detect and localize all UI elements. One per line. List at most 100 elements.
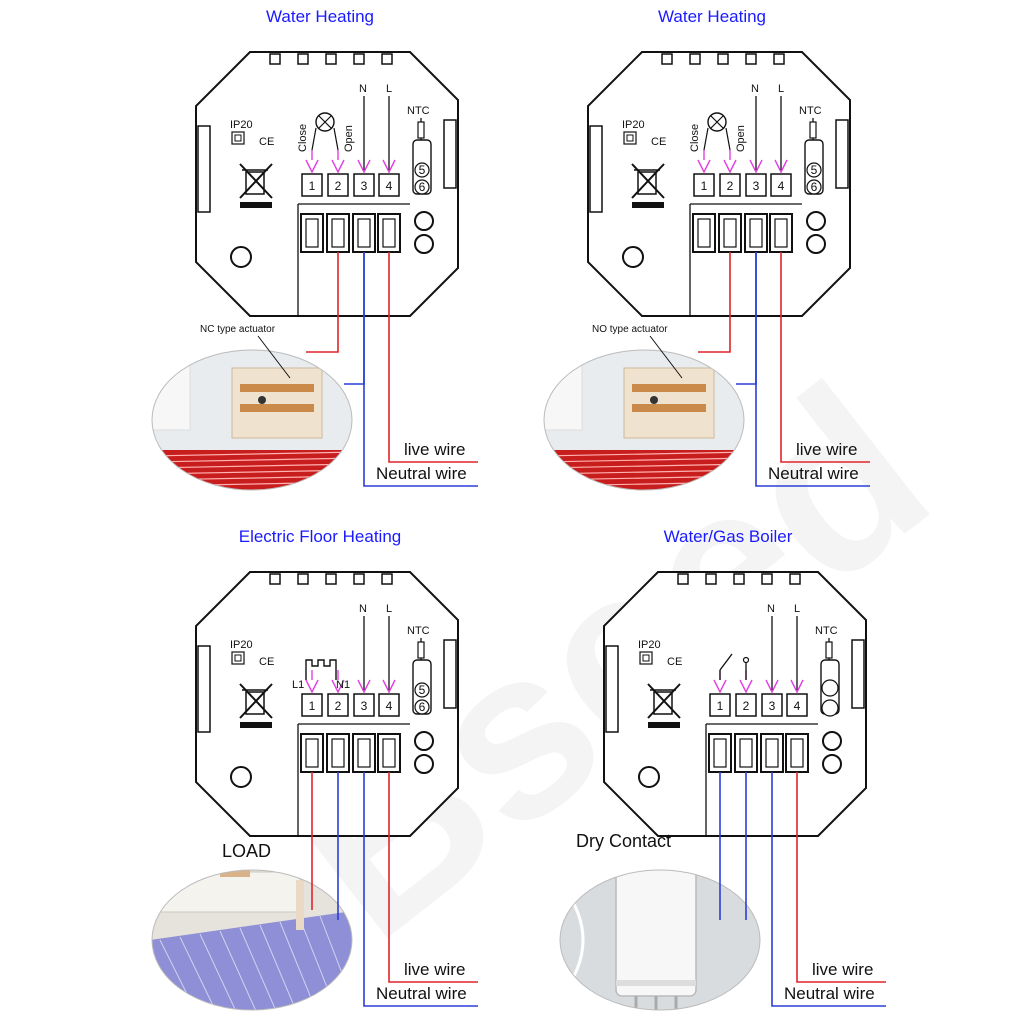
- terminal-label-2: 2: [743, 699, 750, 713]
- connection-arrow: [382, 679, 396, 694]
- ce-mark: CE: [259, 136, 274, 148]
- terminal-2: [327, 693, 349, 717]
- terminal-label-3: 3: [753, 179, 760, 193]
- mounting-tab: [733, 573, 745, 585]
- connection-arrow: [305, 159, 319, 174]
- live-wire-label: live wire: [404, 960, 465, 979]
- connection-arrow: [765, 679, 779, 694]
- screw-hole: [806, 234, 826, 254]
- mounting-tab: [269, 53, 281, 65]
- live-wire: [388, 772, 478, 983]
- double-insulation-icon-inner: [234, 134, 242, 142]
- ip20-label: IP20: [622, 119, 645, 131]
- connection-arrow: [357, 679, 371, 694]
- live-wire-label: live wire: [404, 440, 465, 459]
- ntc-terminal-5: 5: [419, 683, 426, 697]
- caption-pointer: [257, 335, 291, 379]
- valve-symbol-icon: [703, 112, 731, 151]
- n-label: N: [767, 603, 775, 615]
- mounting-tab: [353, 53, 365, 65]
- mounting-tab: [269, 573, 281, 585]
- terminal-4: [786, 693, 808, 717]
- n-label: N: [751, 83, 759, 95]
- connection-arrow: [739, 679, 753, 694]
- mounting-tab: [661, 53, 673, 65]
- l-label: L: [794, 603, 800, 615]
- terminal-4: [770, 173, 792, 197]
- ce-mark: CE: [651, 136, 666, 148]
- terminal-3: [353, 173, 375, 197]
- ntc-terminal-6: 6: [811, 180, 818, 194]
- neutral-wire-label: Neutral wire: [376, 464, 467, 483]
- live-wire-actuator: [306, 252, 339, 353]
- mounting-hole: [230, 766, 252, 788]
- terminal-1: [301, 173, 323, 197]
- mounting-tab: [789, 573, 801, 585]
- mounting-tab: [297, 573, 309, 585]
- live-wire: [780, 252, 870, 463]
- neutral-wire: [363, 772, 478, 1007]
- terminal-label-2: 2: [335, 179, 342, 193]
- terminal-1: [301, 693, 323, 717]
- neutral-wire: [363, 252, 478, 487]
- side-latch-left: [605, 645, 619, 733]
- scene-boiler-image: [559, 869, 761, 1011]
- terminal-label-4: 4: [386, 699, 393, 713]
- terminal-label-1: 1: [717, 699, 724, 713]
- ntc-sensor-icon: [820, 638, 840, 717]
- n-label: N: [359, 83, 367, 95]
- ntc-label: NTC: [407, 105, 430, 117]
- ip20-label: IP20: [230, 119, 253, 131]
- double-insulation-icon-inner: [626, 134, 634, 142]
- terminal-3: [353, 693, 375, 717]
- ntc-sensor-icon: 56: [412, 638, 432, 715]
- live-wire-label: live wire: [812, 960, 873, 979]
- mounting-tab: [717, 53, 729, 65]
- weee-bin-icon: [647, 683, 681, 728]
- double-insulation-icon-inner: [234, 654, 242, 662]
- side-latch-right: [443, 639, 457, 709]
- l-label: L: [386, 83, 392, 95]
- connection-arrow: [357, 159, 371, 174]
- side-latch-left: [197, 645, 211, 733]
- double-insulation-icon: [231, 651, 245, 665]
- panel-title: Water/Gas Boiler: [664, 527, 793, 546]
- neutral-wire-label: Neutral wire: [768, 464, 859, 483]
- connection-arrow: [382, 159, 396, 174]
- terminal-3: [761, 693, 783, 717]
- mounting-tab: [297, 53, 309, 65]
- double-insulation-icon-inner: [642, 654, 650, 662]
- mounting-tab: [689, 53, 701, 65]
- terminal-label-3: 3: [361, 179, 368, 193]
- connection-arrow: [723, 159, 737, 174]
- actuator-caption: NO type actuator: [592, 324, 668, 335]
- screw-hole: [414, 234, 434, 254]
- neutral-wire: [755, 252, 870, 487]
- connection-arrow: [331, 159, 345, 174]
- terminal-4: [378, 173, 400, 197]
- ntc-sensor-icon: 56: [804, 118, 824, 195]
- neutral-wire: [771, 772, 886, 1007]
- mounting-tab: [381, 53, 393, 65]
- mounting-tab: [773, 53, 785, 65]
- live-wire-actuator: [698, 252, 731, 353]
- caption-pointer: [649, 335, 683, 379]
- valve-symbol-icon: [311, 112, 339, 151]
- weee-bin-icon: [239, 163, 273, 208]
- connection-arrow: [713, 679, 727, 694]
- terminal-2: [719, 173, 741, 197]
- close-label: Close: [689, 124, 701, 152]
- terminal-label-2: 2: [727, 179, 734, 193]
- mounting-tab: [353, 573, 365, 585]
- n-label: N: [359, 603, 367, 615]
- open-label: Open: [343, 125, 355, 152]
- terminal-label-2: 2: [335, 699, 342, 713]
- connection-arrow: [331, 679, 345, 694]
- terminal-label-1: 1: [701, 179, 708, 193]
- screw-hole: [822, 754, 842, 774]
- mounting-hole: [230, 246, 252, 268]
- double-insulation-icon: [231, 131, 245, 145]
- load-label: Dry Contact: [576, 831, 671, 851]
